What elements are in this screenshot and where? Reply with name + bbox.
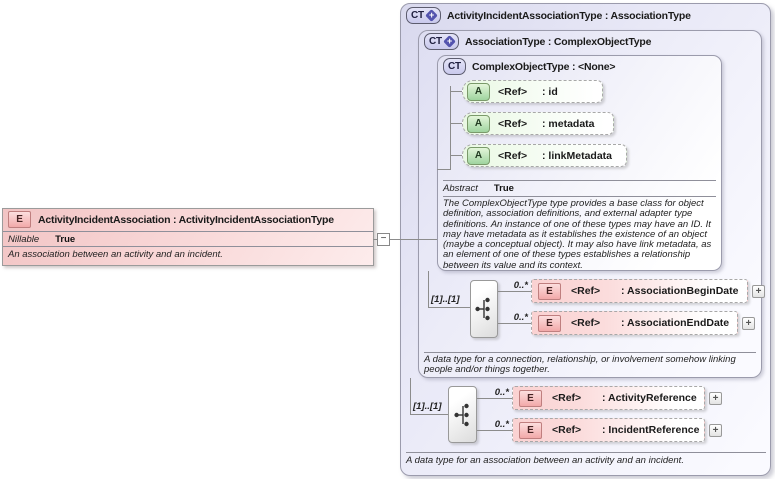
element-ref-label: <Ref> — [571, 317, 601, 329]
element-name: : AssociationEndDate — [621, 317, 730, 329]
facet-value: True — [493, 183, 514, 194]
element-ref-label: <Ref> — [571, 285, 601, 297]
collapse-toggle[interactable]: − — [377, 233, 390, 246]
complex-object-type-header: CT ComplexObjectType : <None> — [443, 58, 616, 75]
connector-line — [428, 271, 429, 307]
attribute-name: : metadata — [542, 117, 595, 130]
element-name: : AssociationBeginDate — [621, 285, 739, 297]
occurs-label: 0..* — [494, 419, 509, 430]
ct-icon-label: CT — [411, 10, 424, 21]
connector-line — [410, 378, 411, 414]
occurs-label: 0..* — [494, 387, 509, 398]
separator — [443, 196, 716, 197]
connector-line — [477, 430, 512, 431]
connector-line — [428, 307, 470, 308]
connector-line — [410, 414, 448, 415]
derivation-plus-icon: + — [443, 35, 456, 48]
connector-line — [477, 398, 512, 399]
attribute-tree-line — [450, 86, 451, 170]
complex-type-icon: CT — [443, 58, 466, 75]
complex-object-type-annotation: The ComplexObjectType type provides a ba… — [443, 198, 712, 271]
attribute-row-id[interactable]: A <Ref> : id — [462, 80, 603, 103]
association-type-title: AssociationType : ComplexObjectType — [464, 35, 652, 48]
element-ref-label: <Ref> — [552, 392, 582, 404]
complex-type-derived-icon: CT + — [406, 7, 441, 24]
ct-icon-label: CT — [429, 36, 442, 47]
occurs-label: 0..* — [513, 280, 528, 291]
expand-button[interactable]: + — [752, 285, 765, 298]
element-box-title: ActivityIncidentAssociation : ActivityIn… — [38, 213, 334, 226]
sequence-compositor-icon[interactable] — [470, 280, 498, 338]
facet-label: Nillable — [8, 234, 40, 245]
attribute-ref-label: <Ref> — [498, 149, 528, 162]
abstract-facet: Abstract True — [443, 183, 514, 194]
association-type-header: CT + AssociationType : ComplexObjectType — [424, 33, 651, 50]
attribute-row-metadata[interactable]: A <Ref> : metadata — [462, 112, 614, 135]
element-box-annotation: An association between an activity and a… — [8, 249, 223, 260]
separator — [3, 231, 373, 232]
element-name: : ActivityReference — [602, 392, 697, 404]
cardinality-label: [1]..[1] — [413, 401, 442, 412]
attribute-name: : linkMetadata — [542, 149, 613, 162]
attribute-ref-label: <Ref> — [498, 117, 528, 130]
expand-button[interactable]: + — [709, 392, 722, 405]
derivation-plus-icon: + — [425, 9, 438, 22]
attribute-tree-line — [450, 155, 462, 156]
association-type-annotation: A data type for a connection, relationsh… — [424, 354, 736, 376]
complex-type-derived-icon: CT + — [424, 33, 459, 50]
facet-value: True — [55, 234, 76, 245]
element-icon: E — [519, 421, 542, 439]
element-row-association-end-date[interactable]: E <Ref> : AssociationEndDate — [531, 311, 738, 335]
outer-type-header: CT + ActivityIncidentAssociationType : A… — [406, 7, 691, 24]
attribute-ref-label: <Ref> — [498, 85, 528, 98]
expand-button[interactable]: + — [742, 317, 755, 330]
expand-button[interactable]: + — [709, 424, 722, 437]
separator — [443, 180, 716, 181]
connector-line — [373, 239, 437, 240]
element-icon: E — [538, 282, 561, 300]
element-box-activity-incident-association[interactable] — [2, 208, 374, 266]
nillable-facet: Nillable True — [8, 234, 75, 245]
attribute-tree-line — [437, 169, 450, 170]
connector-line — [498, 291, 531, 292]
separator — [424, 352, 756, 353]
element-box-header: E ActivityIncidentAssociation : Activity… — [8, 211, 334, 228]
ct-icon-label: CT — [448, 61, 461, 72]
facet-label: Abstract — [443, 183, 478, 194]
attribute-tree-line — [450, 123, 462, 124]
outer-type-annotation: A data type for an association between a… — [406, 455, 684, 466]
element-name: : IncidentReference — [602, 424, 700, 436]
attribute-tree-line — [450, 91, 462, 92]
element-row-incident-reference[interactable]: E <Ref> : IncidentReference — [512, 418, 705, 442]
cardinality-label: [1]..[1] — [431, 294, 460, 305]
element-icon: E — [538, 314, 561, 332]
element-icon: E — [8, 211, 31, 228]
element-row-association-begin-date[interactable]: E <Ref> : AssociationBeginDate — [531, 279, 748, 303]
outer-type-title: ActivityIncidentAssociationType : Associ… — [446, 9, 691, 22]
occurs-label: 0..* — [513, 312, 528, 323]
complex-object-type-title: ComplexObjectType : <None> — [471, 60, 616, 73]
separator — [406, 452, 766, 453]
attribute-icon: A — [467, 82, 490, 101]
separator — [3, 246, 373, 247]
connector-line — [498, 323, 531, 324]
element-row-activity-reference[interactable]: E <Ref> : ActivityReference — [512, 386, 705, 410]
attribute-row-link-metadata[interactable]: A <Ref> : linkMetadata — [462, 144, 627, 167]
element-ref-label: <Ref> — [552, 424, 582, 436]
attribute-icon: A — [467, 114, 490, 133]
attribute-icon: A — [467, 146, 490, 165]
element-icon: E — [519, 389, 542, 407]
sequence-compositor-icon[interactable] — [448, 386, 477, 443]
attribute-name: : id — [542, 85, 558, 98]
